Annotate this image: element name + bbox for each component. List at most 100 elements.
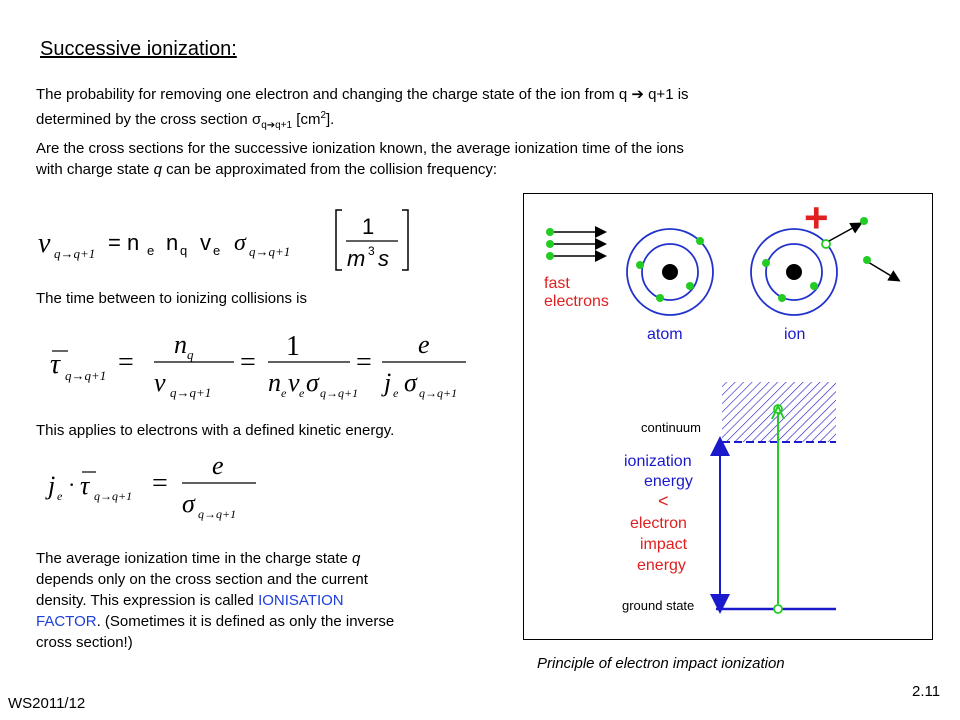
- eq-subscript: q→q+1: [249, 244, 290, 259]
- equation-ionisation-factor: j e · τ q→q+1 = e σ q→q+1: [45, 451, 256, 521]
- eq-sigma: σ: [234, 230, 247, 256]
- electron-dot: [546, 252, 554, 260]
- paragraph-line: The average ionization time in the charg…: [36, 548, 496, 569]
- eq-n: n: [174, 330, 187, 359]
- fast-electrons: [546, 226, 607, 262]
- atom-model: [626, 228, 714, 316]
- eq-tau: τ: [50, 349, 61, 380]
- electron-dot: [762, 259, 770, 267]
- text-segment: . (Sometimes it is defined as only the i…: [96, 613, 395, 630]
- electron-dot: [546, 228, 554, 236]
- impact-energy-label: energy: [637, 557, 686, 574]
- eq-subscript: q→q+1: [419, 386, 457, 400]
- text-segment: The average ionization time in the charg…: [36, 550, 353, 567]
- unit-numerator: 1: [362, 214, 374, 239]
- eq-sub-e: e: [57, 489, 63, 503]
- vacancy: [773, 604, 783, 614]
- eq-equals: =: [152, 468, 168, 499]
- paragraph-line: with charge state q can be approximated …: [36, 159, 856, 180]
- text-segment: with charge state: [36, 161, 154, 178]
- continuum-label: continuum: [641, 420, 701, 435]
- equation-collision-frequency: ν q→q+1 = n e n q v e σ q→q+1 1 m 3 s: [38, 209, 409, 271]
- electron-dot: [863, 256, 871, 264]
- electron-dot: [778, 294, 786, 302]
- eq-one: 1: [286, 331, 300, 362]
- text-segment: density. This expression is called: [36, 592, 259, 609]
- eq-equals: =: [356, 347, 372, 378]
- paragraph-line: cross section!): [36, 634, 133, 651]
- vacancy: [821, 239, 831, 249]
- text-time-between: The time between to ionizing collisions …: [36, 290, 307, 307]
- ion-label: ion: [784, 326, 805, 343]
- highlight-term: FACTOR: [36, 613, 97, 630]
- eq-sub-e: e: [281, 386, 287, 400]
- paragraph-line: density. This expression is called IONIS…: [36, 590, 496, 611]
- electron-dot: [860, 217, 868, 225]
- text-segment: ].: [326, 111, 335, 128]
- electron-dot: [696, 237, 704, 245]
- text-segment: can be approximated from the collision f…: [161, 161, 498, 178]
- eq-tau: τ: [80, 471, 91, 500]
- electron-dot: [810, 282, 818, 290]
- unit-m: m: [347, 246, 365, 271]
- nucleus: [662, 264, 678, 280]
- eq-n: n: [268, 368, 281, 397]
- equation-time-between-collisions: τ q→q+1 = n q ν q→q+1 = 1 n e v e σ q→q+…: [50, 330, 466, 400]
- eq-v: v: [288, 368, 300, 397]
- text-segment: determined by the cross section σ: [36, 111, 262, 128]
- eq-e: e: [418, 330, 430, 359]
- less-than-sign: <: [658, 491, 669, 511]
- subscript: q➔q+1: [261, 120, 293, 131]
- paragraph-line: depends only on the cross section and th…: [36, 571, 368, 588]
- eq-sigma: σ: [306, 368, 320, 397]
- italic-q: q: [352, 550, 361, 567]
- atom-label: atom: [647, 326, 683, 343]
- electron-dot: [636, 261, 644, 269]
- eq-n: n: [166, 230, 178, 255]
- eq-j: j: [45, 471, 55, 500]
- paragraph-line: determined by the cross section σq➔q+1 […: [36, 105, 856, 136]
- eq-subscript: q→q+1: [94, 489, 132, 503]
- eq-e: e: [212, 451, 224, 480]
- footer-semester: WS2011/12: [8, 695, 86, 712]
- plus-sign: +: [804, 194, 829, 241]
- ion-model: [750, 217, 901, 316]
- eq-sub-e: e: [299, 386, 305, 400]
- eq-equals-ne: = n: [108, 230, 139, 255]
- eq-sigma: σ: [182, 489, 196, 518]
- superscript: 2: [320, 110, 327, 121]
- eq-sub-e: e: [393, 386, 399, 400]
- electrons-label: electrons: [544, 293, 609, 310]
- eq-equals: =: [240, 347, 256, 378]
- slide-title: Successive ionization:: [40, 38, 237, 60]
- ionization-label: ionization: [624, 453, 692, 470]
- eq-equals: =: [118, 347, 134, 378]
- slide-number: 2.11: [912, 683, 941, 700]
- text-segment: [cm: [292, 111, 321, 128]
- eq-nu: ν: [38, 228, 51, 259]
- eq-subscript: q→q+1: [65, 368, 106, 383]
- italic-q: q: [153, 161, 162, 178]
- eq-nu: ν: [154, 368, 166, 397]
- impact-label: impact: [640, 536, 688, 553]
- eq-dot: ·: [68, 472, 75, 497]
- eq-sigma: σ: [404, 368, 418, 397]
- paragraph-cross-sections: Are the cross sections for the successiv…: [36, 138, 856, 180]
- eq-sub-e: e: [213, 243, 220, 258]
- ionization-figure: fast electrons atom + ion: [523, 193, 933, 640]
- paragraph-probability: The probability for removing one electro…: [36, 84, 856, 136]
- electron-dot: [686, 282, 694, 290]
- nucleus: [786, 264, 802, 280]
- paragraph-average-time: The average ionization time in the charg…: [36, 548, 496, 653]
- eq-sub-q: q: [180, 243, 187, 258]
- electron-dot: [656, 294, 664, 302]
- paragraph-line: Are the cross sections for the successiv…: [36, 140, 684, 157]
- highlight-term: IONISATION: [258, 592, 344, 609]
- eq-sub-q: q: [187, 347, 194, 362]
- paragraph-line: FACTOR. (Sometimes it is defined as only…: [36, 611, 496, 632]
- unit-exponent: 3: [368, 244, 375, 258]
- figure-caption: Principle of electron impact ionization: [537, 655, 785, 672]
- eq-v: v: [200, 230, 211, 255]
- eq-subscript: q→q+1: [170, 385, 211, 400]
- eq-subscript: q→q+1: [198, 507, 236, 521]
